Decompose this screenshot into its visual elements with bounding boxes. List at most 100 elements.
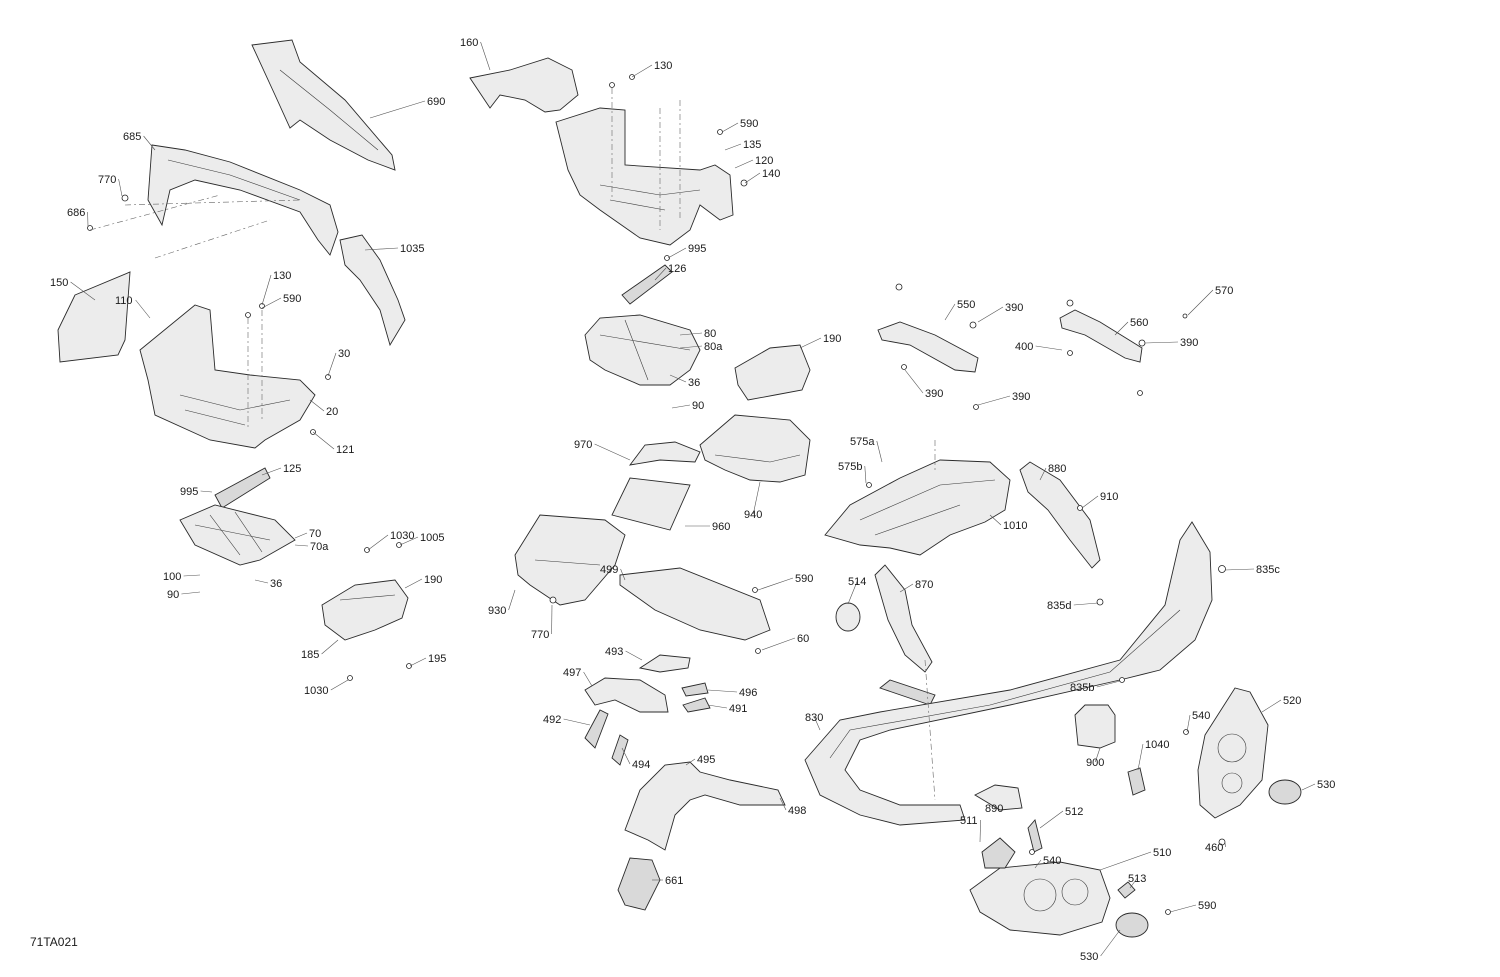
callout-970: 970	[574, 439, 592, 451]
leader-995	[668, 248, 686, 258]
callout-110: 110	[115, 295, 133, 307]
part-126-bracket	[622, 265, 672, 304]
leader-30	[328, 353, 336, 376]
callout-890: 890	[985, 803, 1003, 815]
leader-770	[119, 179, 122, 196]
part-530-lens-upper	[1269, 780, 1301, 804]
callout-492: 492	[543, 714, 561, 726]
callout-90: 90	[167, 589, 179, 601]
leader-160	[481, 42, 490, 70]
callout-135: 135	[743, 139, 761, 151]
leader-70a	[295, 545, 308, 546]
callout-70a: 70a	[310, 541, 329, 553]
callout-540: 540	[1043, 855, 1061, 867]
callout-835b: 835b	[1070, 682, 1094, 694]
leader-530	[1302, 784, 1315, 790]
part-900-light	[1075, 705, 1115, 748]
part-520-housing	[1198, 688, 1268, 818]
callout-150: 150	[50, 277, 68, 289]
leader-930	[509, 590, 515, 610]
leader-560	[1115, 322, 1128, 335]
callout-30: 30	[338, 348, 350, 360]
part-512	[1028, 820, 1042, 852]
callout-575b: 575b	[838, 461, 862, 473]
leader-121	[313, 432, 334, 449]
callout-540: 540	[1192, 710, 1210, 722]
part-493	[640, 655, 690, 672]
leader-530	[1101, 930, 1120, 956]
part-1010-rack	[825, 460, 1010, 555]
callout-1030: 1030	[304, 685, 328, 697]
leader-590	[722, 123, 738, 132]
leader-970	[595, 444, 630, 460]
callout-491: 491	[729, 703, 747, 715]
leader-512	[1040, 811, 1063, 828]
callout-493: 493	[605, 646, 623, 658]
leader-460	[1225, 843, 1226, 847]
callout-70: 70	[309, 528, 321, 540]
callout-835c: 835c	[1256, 564, 1280, 576]
leader-995	[201, 491, 212, 492]
callout-661: 661	[665, 875, 683, 887]
callout-770: 770	[98, 174, 116, 186]
callout-835d: 835d	[1047, 600, 1071, 612]
callout-530: 530	[1080, 951, 1098, 963]
part-190-step-left	[322, 580, 408, 640]
part-160-fender	[470, 58, 578, 112]
leader-685	[144, 136, 155, 150]
leader-570	[1188, 290, 1213, 315]
leader-575b	[865, 466, 866, 483]
callout-80: 80	[704, 328, 716, 340]
callout-770: 770	[531, 629, 549, 641]
leader-390	[1145, 342, 1178, 343]
leader-130	[632, 65, 652, 77]
part-514-disc	[836, 603, 860, 631]
callout-185: 185	[301, 649, 319, 661]
callout-513: 513	[1128, 873, 1146, 885]
callout-930: 930	[488, 605, 506, 617]
callout-510: 510	[1153, 847, 1171, 859]
callout-1030: 1030	[390, 530, 414, 542]
leader-550	[945, 304, 955, 320]
leader-590	[758, 578, 793, 590]
leader-910	[1082, 496, 1098, 508]
leader-835c	[1225, 569, 1254, 570]
leader-511	[980, 820, 981, 842]
leader-493	[626, 651, 642, 660]
callout-390: 390	[1012, 391, 1030, 403]
callout-36: 36	[688, 377, 700, 389]
part-110-footwell	[140, 305, 315, 448]
callout-126: 126	[668, 263, 686, 275]
callout-1005: 1005	[420, 532, 444, 544]
part-940-box	[700, 415, 810, 482]
leader-496	[708, 690, 737, 692]
leader-491	[708, 705, 727, 708]
leader-835d	[1074, 603, 1098, 605]
callout-121: 121	[336, 444, 354, 456]
leader-110	[136, 300, 150, 318]
callout-390: 390	[925, 388, 943, 400]
part-1035-fender	[340, 235, 405, 345]
part-960-panel	[612, 478, 690, 530]
callout-130: 130	[654, 60, 672, 72]
part-550-bar	[878, 322, 978, 372]
callout-690: 690	[427, 96, 445, 108]
diagram-id: 71TA021	[30, 935, 78, 949]
part-494	[612, 735, 628, 765]
callout-120: 120	[755, 155, 773, 167]
leader-540	[1187, 715, 1190, 732]
callout-830: 830	[805, 712, 823, 724]
parts-artwork	[58, 40, 1301, 937]
callout-60: 60	[797, 633, 809, 645]
callout-511: 511	[960, 815, 978, 827]
part-1040-clip	[1128, 768, 1145, 795]
leader-90	[672, 405, 690, 408]
leader-130	[262, 275, 271, 305]
callout-590: 590	[795, 573, 813, 585]
leader-497	[584, 672, 592, 686]
callout-497: 497	[563, 667, 581, 679]
leader-590	[262, 298, 281, 308]
callout-499: 499	[600, 564, 618, 576]
callout-995: 995	[688, 243, 706, 255]
callout-140: 140	[762, 168, 780, 180]
